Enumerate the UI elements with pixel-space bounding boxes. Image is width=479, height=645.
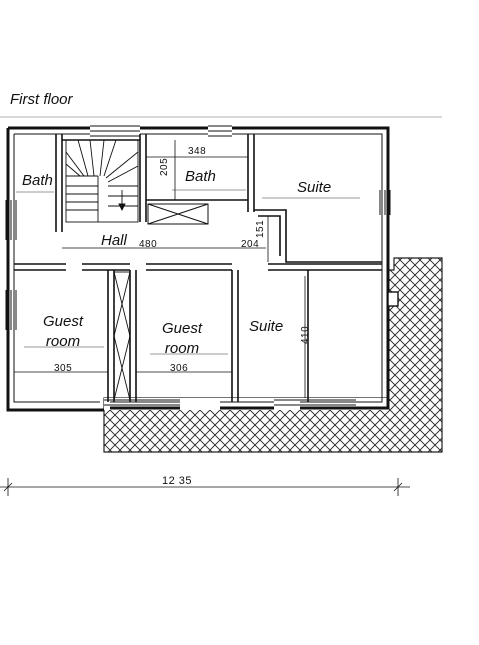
chimney [387, 291, 399, 307]
dimension-suite-depth: 410 [300, 325, 311, 344]
dimension-guest-center-width: 306 [170, 363, 189, 374]
room-label-suite-bottom: Suite [249, 318, 284, 335]
dimension-hall-small: 204 [241, 239, 260, 250]
staircase [65, 139, 139, 223]
dimension-lines [0, 140, 410, 496]
room-label-bath-center: Bath [185, 168, 216, 185]
dimension-bath-width: 348 [188, 146, 207, 157]
dimension-total-width: 12 35 [162, 475, 193, 487]
windows [5, 125, 391, 406]
outer-walls-inner [13, 133, 383, 403]
dimension-hall-length: 480 [139, 239, 158, 250]
leader-lines [16, 189, 360, 355]
closet [113, 271, 131, 401]
room-label-suite-top: Suite [297, 179, 332, 196]
room-label-bath-left: Bath [22, 172, 53, 189]
dimension-guest-left-width: 305 [54, 363, 73, 374]
cabinet [147, 203, 209, 225]
room-label-guest-room-center: Guest room [161, 320, 203, 357]
dimension-hall-short: 151 [255, 219, 266, 238]
room-label-hall: Hall [101, 232, 127, 249]
plan-title: First floor [10, 91, 73, 108]
room-label-guest-room-left: Guest room [42, 313, 84, 350]
dimension-bath-depth: 205 [159, 157, 170, 176]
outer-walls [6, 126, 390, 412]
